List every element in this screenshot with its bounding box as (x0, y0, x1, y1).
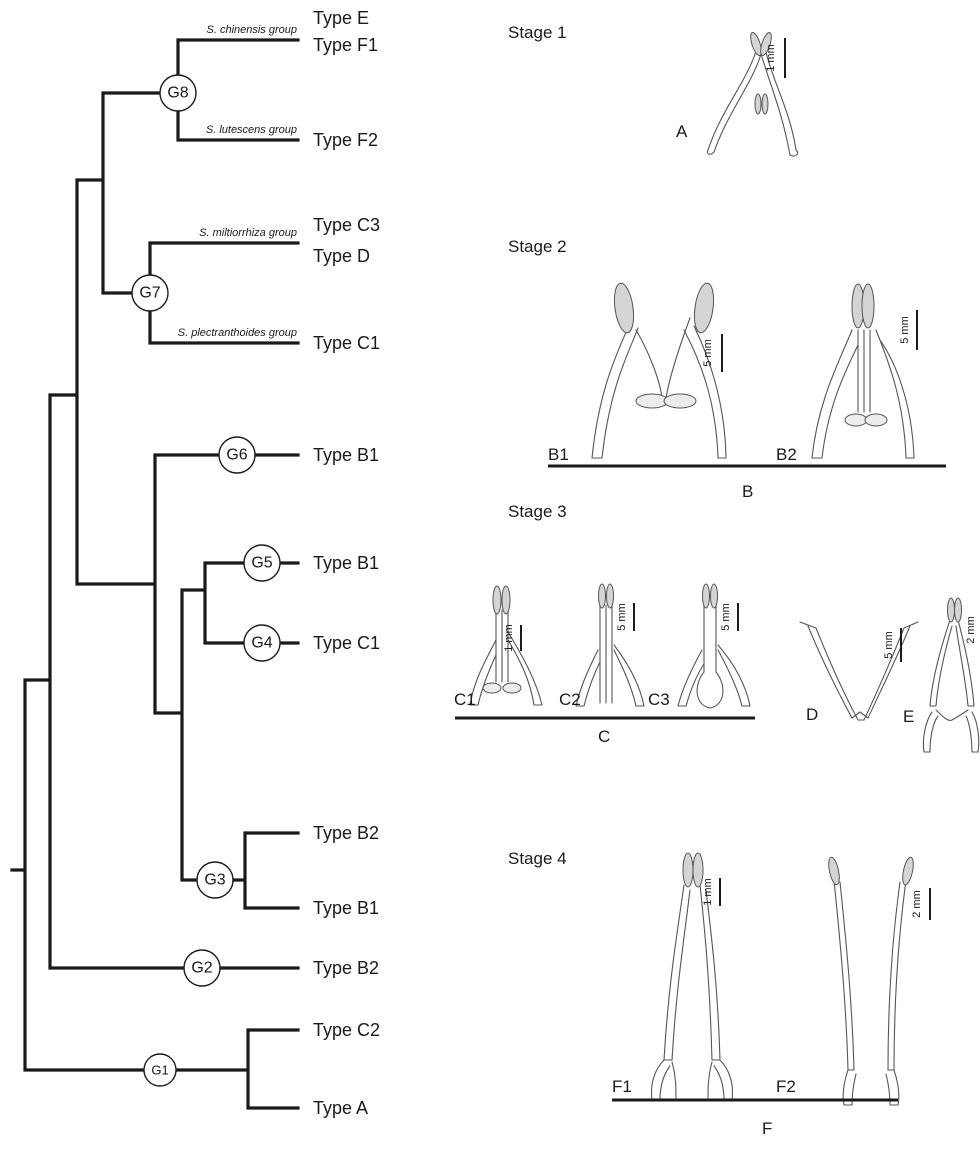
group-label-miltiorrhiza: S. miltiorrhiza group (199, 227, 297, 239)
panel-label-c: C (598, 727, 610, 746)
scale-label-a: 1 mm (765, 44, 777, 72)
scale-label-b1: 5 mm (702, 339, 714, 367)
stamen-drawing-e (922, 597, 980, 753)
tip-type-b1: Type B1 (313, 553, 379, 573)
stamen-drawing-c1 (469, 585, 543, 706)
tip-type-c1: Type C1 (313, 333, 380, 353)
stamen-drawing-c2 (575, 583, 645, 707)
tip-type-b2: Type B2 (313, 823, 379, 843)
node-g3: G3 (196, 861, 234, 899)
panel-label-b: B (742, 482, 753, 501)
stage-1-panel: Stage 1 1 mm A (508, 23, 799, 157)
tip-type-e: Type E (313, 8, 369, 28)
stamen-drawing-f2 (828, 856, 914, 1106)
stage-1-title: Stage 1 (508, 23, 567, 42)
stamen-drawing-a (706, 32, 799, 157)
node-g7: G7 (131, 274, 169, 312)
scale-label-c1: 1 mm (503, 624, 515, 652)
tip-type-c2: Type C2 (313, 1020, 380, 1040)
stage-2-title: Stage 2 (508, 237, 567, 256)
scale-label-e: 2 mm (965, 616, 977, 644)
stage-3-panel: Stage 3 1 mm 5 mm (454, 502, 980, 753)
svg-text:G2: G2 (191, 960, 212, 977)
tip-type-b1: Type B1 (313, 445, 379, 465)
scale-label-d: 5 mm (883, 631, 895, 659)
panel-label-f2: F2 (776, 1077, 796, 1096)
panel-label-a: A (676, 122, 688, 141)
node-g8: G8 (159, 74, 197, 112)
tip-type-f1: Type F1 (313, 35, 378, 55)
tip-type-a: Type A (313, 1098, 368, 1118)
scale-label-c3: 5 mm (720, 603, 732, 631)
phylogenetic-tree: G8 G7 G6 G5 G4 G3 G2 G1 (10, 8, 380, 1118)
svg-text:G5: G5 (251, 555, 272, 572)
panel-label-b1: B1 (548, 445, 569, 464)
tip-type-c3: Type C3 (313, 215, 380, 235)
svg-text:G4: G4 (251, 635, 272, 652)
stage-4-title: Stage 4 (508, 849, 567, 868)
svg-text:G8: G8 (167, 85, 188, 102)
stage-4-panel: Stage 4 1 mm 2 mm F1 F2 F (508, 849, 931, 1138)
panel-label-c3: C3 (648, 690, 670, 709)
svg-text:G6: G6 (226, 447, 247, 464)
stage-3-title: Stage 3 (508, 502, 567, 521)
group-label-plectranthoides: S. plectranthoides group (178, 327, 297, 339)
stamen-drawing-b1 (591, 282, 727, 459)
node-g1: G1 (143, 1053, 177, 1087)
stamen-drawing-d (799, 621, 919, 721)
tip-type-b2: Type B2 (313, 958, 379, 978)
svg-text:G7: G7 (139, 285, 160, 302)
group-label-lutescens: S. lutescens group (206, 124, 297, 136)
scale-label-f2: 2 mm (911, 890, 923, 918)
panel-label-e: E (903, 707, 914, 726)
stamen-drawing-f1 (650, 852, 734, 1101)
tip-type-d: Type D (313, 246, 370, 266)
tip-type-f2: Type F2 (313, 130, 378, 150)
node-g2: G2 (183, 949, 221, 987)
scale-label-b2: 5 mm (899, 316, 911, 344)
tip-type-c1: Type C1 (313, 633, 380, 653)
panel-label-c2: C2 (559, 690, 581, 709)
panel-label-d: D (806, 705, 818, 724)
tip-type-b1: Type B1 (313, 898, 379, 918)
stamen-drawing-c3 (677, 583, 751, 709)
stage-2-panel: Stage 2 5 mm 5 mm B1 B2 B (508, 237, 946, 501)
node-g6: G6 (218, 436, 256, 474)
svg-text:G3: G3 (204, 872, 225, 889)
stamen-drawing-b2 (811, 283, 915, 459)
scale-label-c2: 5 mm (616, 603, 628, 631)
node-g5: G5 (243, 544, 281, 582)
panel-label-b2: B2 (776, 445, 797, 464)
node-g4: G4 (243, 624, 281, 662)
panel-label-c1: C1 (454, 690, 476, 709)
scale-label-f1: 1 mm (702, 878, 714, 906)
svg-text:G1: G1 (151, 1063, 168, 1078)
group-label-chinensis: S. chinensis group (207, 24, 298, 36)
panel-label-f: F (762, 1119, 772, 1138)
panel-label-f1: F1 (612, 1077, 632, 1096)
